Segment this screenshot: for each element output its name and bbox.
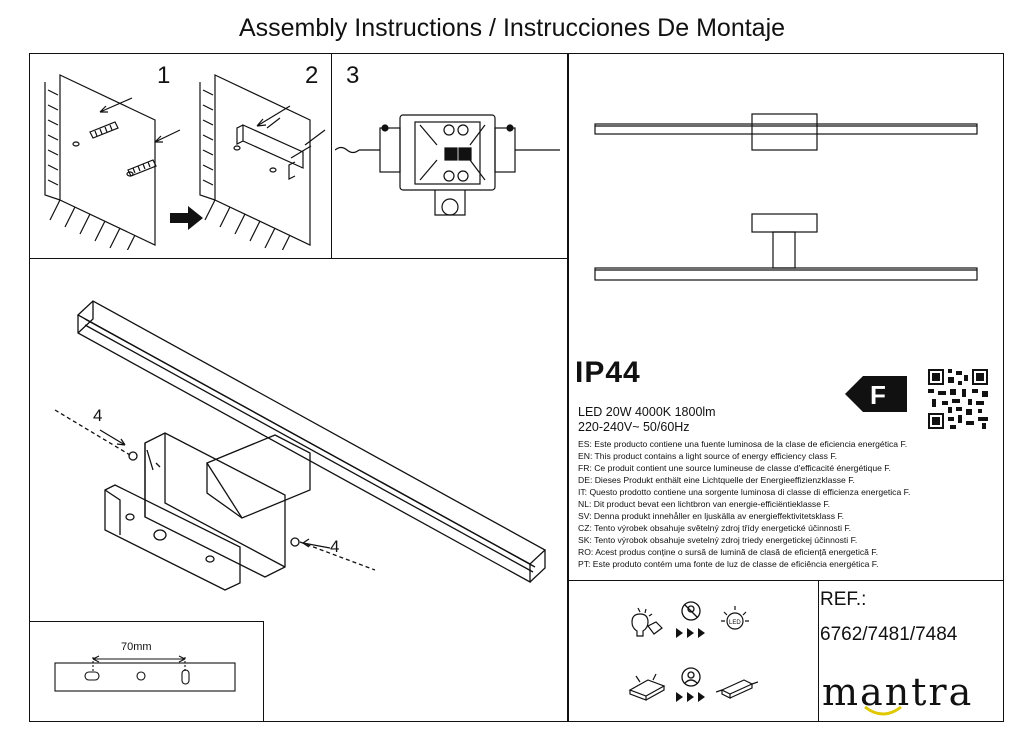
step-1-wall-drill-illustration (44, 74, 180, 250)
svg-text:LED: LED (729, 620, 741, 626)
ref-codes: 6762/7481/7484 (820, 624, 958, 645)
energy-statement-it: IT: Questo prodotto contiene una sorgent… (578, 487, 911, 497)
energy-statement-nl: NL: Dit product bevat een lichtbron van … (578, 499, 831, 509)
product-front-view (594, 113, 978, 151)
energy-statement-sv: SV: Denna produkt innehåller en ljuskäll… (578, 511, 845, 521)
screw-callout-bottom: 4 (330, 537, 340, 556)
next-step-arrow-icon (170, 206, 203, 230)
energy-statement-es: ES: Este producto contiene una fuente lu… (578, 439, 908, 449)
ref-label: REF.: (820, 589, 867, 610)
product-side-view (594, 213, 978, 281)
energy-statement-fr: FR: Ce produit contient une source lumin… (578, 463, 891, 473)
spec-power: LED 20W 4000K 1800lm (578, 405, 716, 419)
panel-divider (331, 53, 333, 259)
energy-statement-sk: SK: Tento výrobok obsahuje svetelný zdro… (578, 535, 858, 545)
energy-class-label-icon (845, 376, 907, 412)
no-tools-icon (681, 601, 701, 621)
energy-statement-en: EN: This product contains a light source… (578, 451, 838, 461)
step-3-terminal-block-illustration (335, 114, 560, 216)
energy-statement-cz: CZ: Tento výrobek obsahuje světelný zdro… (578, 523, 852, 533)
driver-icon (716, 679, 758, 699)
main-drawing-panel (29, 258, 569, 722)
mounting-distance: 70mm (121, 641, 152, 653)
page-title: Assembly Instructions / Instrucciones De… (238, 14, 786, 42)
arrows-icon (676, 628, 705, 638)
brand-logo: mantra (822, 670, 974, 714)
step-1-number: 1 (157, 62, 171, 89)
qr-code-icon (928, 369, 988, 429)
bracket-dimension-drawing (54, 655, 236, 692)
step-2-bracket-illustration (199, 74, 326, 250)
ip-rating: IP44 (575, 356, 641, 389)
bulb-broken-icon (631, 607, 663, 637)
arrows-icon-2 (676, 692, 705, 702)
screw-callout-top: 4 (93, 406, 103, 425)
dimension-panel (29, 621, 264, 722)
energy-statement-ro: RO: Acest produs conține o sursă de lumi… (578, 547, 878, 557)
led-icon: LED (721, 606, 749, 630)
energy-statement-de: DE: Dieses Produkt enthält eine Lichtque… (578, 475, 855, 485)
box-broken-icon (628, 673, 666, 701)
technician-icon (681, 667, 701, 687)
luminaire-assembly-illustration (54, 300, 547, 591)
step-2-number: 2 (305, 62, 319, 89)
spec-voltage: 220-240V~ 50/60Hz (578, 420, 690, 434)
energy-statement-pt: PT: Este produto contém uma fonte de luz… (578, 559, 879, 569)
energy-class: F (870, 380, 886, 410)
ref-panel (818, 580, 1004, 722)
step-3-number: 3 (346, 62, 360, 89)
brand-smile-icon (864, 705, 902, 716)
